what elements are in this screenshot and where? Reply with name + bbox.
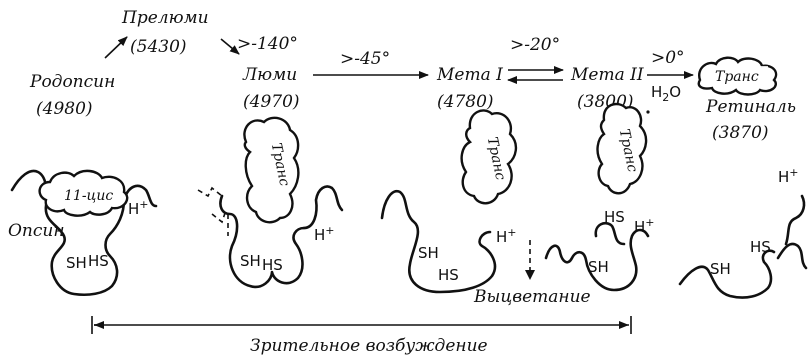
water-dot [646,110,649,113]
bleaching-label: Выцветание [473,287,591,307]
protein-meta1: Транс H+ SH HS [382,110,535,292]
arrow-rhodopsin-to-prelumi [105,37,127,58]
sh-2: SH [240,252,261,270]
proton-3: H+ [496,226,517,246]
sh-3: SH [418,244,439,262]
state-meta1-value: (4780) [437,92,494,112]
condition-to-meta1: >-45° [340,49,390,69]
state-prelumi: Прелюми (5430) [121,8,209,57]
proton-2: H+ [314,224,335,244]
protein-opsin-free: SH HS H+ [680,166,806,298]
state-prelumi-value: (5430) [130,37,187,57]
state-prelumi-name: Прелюми [121,8,209,28]
state-meta1-name: Мета I [436,65,503,85]
hs-5: HS [750,238,771,256]
state-meta1: Мета I (4780) [436,65,503,112]
state-retinal-value: (3870) [712,123,769,143]
state-lumi-value: (4970) [243,92,300,112]
protein-lumi: Транс H+ SH HS [198,118,342,287]
state-rhodopsin-name: Родопсин [29,72,115,92]
state-meta2-name: Мета II [570,65,644,85]
protein-rhodopsin: 11-цис H+ SH HS Опсин [8,171,156,295]
state-rhodopsin: Родопсин (4980) [29,72,115,119]
condition-to-lumi: >-140° [237,34,298,54]
hs-2: HS [262,256,283,274]
state-retinal: Ретиналь (3870) [705,97,796,143]
proton-5: H+ [778,166,799,186]
visual-excitation-label: Зрительное возбуждение [250,336,488,356]
protein-meta2: Транс H+ HS SH [546,104,655,290]
proton-1: H+ [128,198,149,218]
opsin-label: Опсин [8,221,65,241]
state-lumi: Люми (4970) [242,65,300,112]
condition-to-meta2: >-20° [510,35,560,55]
proton-4: H+ [634,216,655,236]
hs-4: HS [604,208,625,226]
hs-1: HS [88,252,109,270]
visual-excitation-bracket [92,316,631,334]
hs-3: HS [438,266,459,284]
state-retinal-name: Ретиналь [705,97,796,117]
state-lumi-name: Люми [242,65,297,85]
sh-5: SH [710,260,731,278]
sh-4: SH [588,258,609,276]
free-trans-retinal: Транс [699,58,776,95]
condition-to-retinal: >0° [651,48,685,68]
cis-retinal-label: 11-цис [64,188,113,204]
state-meta2: Мета II (3800) [570,65,644,112]
state-rhodopsin-value: (4980) [36,99,93,119]
sh-1: SH [66,254,87,272]
bleaching-arrow-head [525,270,535,280]
condition-water: H2O [651,83,681,104]
free-trans-label: Транс [715,69,759,85]
